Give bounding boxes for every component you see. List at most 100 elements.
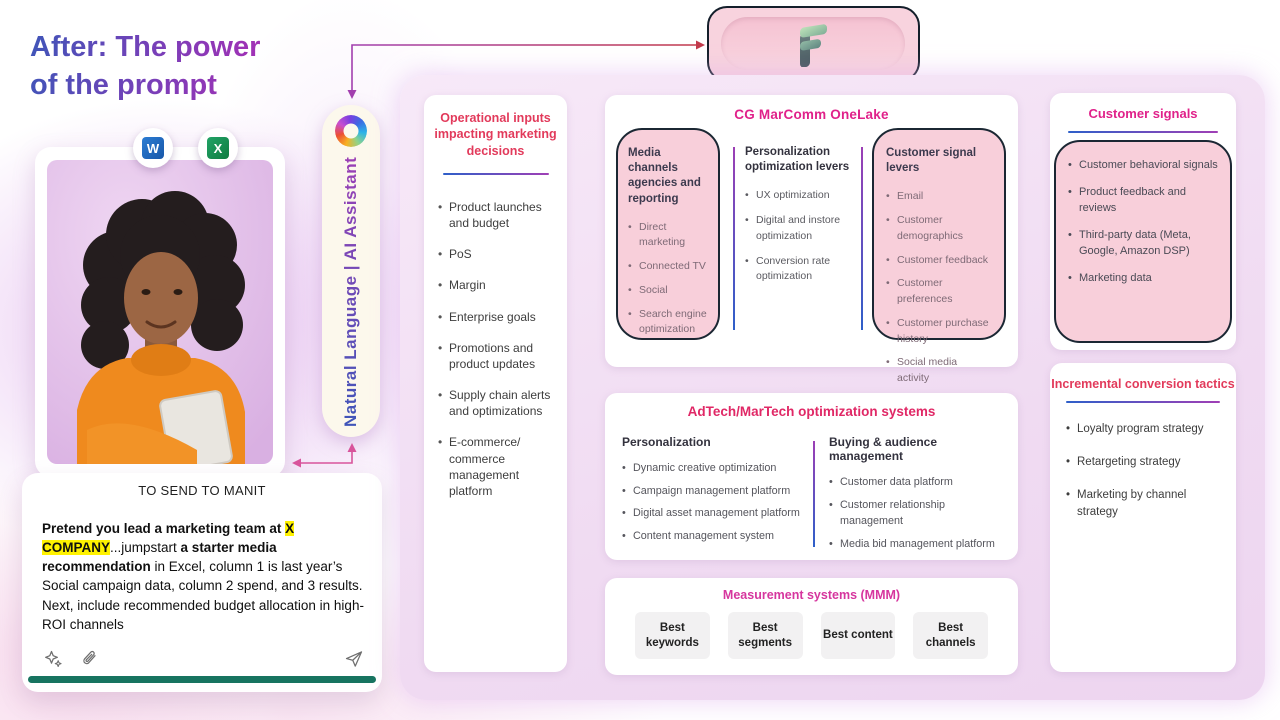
list-item: Customer feedback [886,253,992,269]
list-item: Product feedback and reviews [1068,185,1218,216]
incremental-tactics-title: Incremental conversion tactics [1051,377,1235,391]
fabric-box [707,6,920,82]
list-item: PoS [438,246,557,262]
incremental-tactics-card: Incremental conversion tactics Loyalty p… [1050,363,1236,672]
list-item: Marketing data [1068,271,1218,287]
list-item: Customer demographics [886,213,992,245]
prompt-bold-1: Pretend you lead a marketing team at [42,521,286,536]
adtech-buying-column: Buying & audience management Customer da… [829,435,1011,559]
best-keywords-box[interactable]: Best keywords [635,612,710,659]
ai-assistant-pill: Natural Language | AI Assistant [322,105,380,437]
list-item: Conversion rate optimization [745,254,859,286]
list-item: E-commerce/ commerce management platform [438,434,557,499]
word-icon: W [142,137,164,159]
list-item: Third-party data (Meta, Google, Amazon D… [1068,228,1218,259]
connector-chat-to-pill [292,443,357,468]
list-item: Customer data platform [829,474,1011,491]
adtech-card: AdTech/MarTech optimization systems Pers… [605,393,1018,560]
customer-signals-list: Customer behavioral signals Product feed… [1068,158,1218,287]
list-item: Customer purchase history [886,316,992,348]
list-item: Retargeting strategy [1066,454,1222,470]
customer-signal-levers-heading: Customer signal levers [886,147,977,175]
list-item: Search engine optimization [628,307,708,339]
adtech-personalization-column: Personalization Dynamic creative optimiz… [622,435,804,551]
ai-assistant-label: Natural Language | AI Assistant [322,155,380,429]
woman-illustration [47,160,273,464]
profile-photo-card [35,147,285,477]
page-title-line2: of the prompt [30,69,217,102]
sparkle-icon[interactable] [44,649,64,669]
copilot-icon [335,115,367,147]
incremental-tactics-list: Loyalty program strategy Retargeting str… [1066,421,1222,519]
adtech-buying-heading: Buying & audience management [829,435,938,463]
divider [1066,401,1220,404]
best-segments-box[interactable]: Best segments [727,612,803,659]
list-item: Direct marketing [628,220,708,252]
prompt-toolbar [44,649,100,669]
list-item: Margin [438,277,557,293]
separator [733,147,735,330]
list-item: Enterprise goals [438,309,557,325]
divider [1068,131,1218,133]
customer-signals-card: Customer signals Customer behavioral sig… [1050,93,1236,350]
word-badge: W [133,128,173,168]
list-item: Product launches and budget [438,199,557,231]
excel-badge: X [198,128,238,168]
list-item: UX optimization [745,188,859,204]
prompt-card-header: TO SEND TO MANIT [138,483,266,498]
list-item: Marketing by channel strategy [1066,487,1222,519]
onelake-card: CG MarComm OneLake Media channels agenci… [605,95,1018,384]
prompt-regular-2: in Excel, column 1 is last year’s Social… [42,559,364,632]
media-channels-list: Direct marketing Connected TV Social Sea… [628,220,708,339]
list-item: Media bid management platform [829,536,1011,553]
adtech-buying-list: Customer data platform Customer relation… [829,474,1011,553]
list-item: Digital asset management platform [622,505,804,522]
page-title-line1: After: The power [30,31,261,63]
best-channels-box[interactable]: Best channels [913,612,988,659]
divider [442,172,549,175]
customer-signals-pill: Customer behavioral signals Product feed… [1054,140,1232,343]
prompt-text: Pretend you lead a marketing team at X C… [42,519,364,634]
customer-signal-levers-pill: Customer signal levers Email Customer de… [872,128,1006,384]
adtech-personalization-heading: Personalization [622,435,711,449]
media-channels-heading: Media channels agencies and reporting [628,147,701,205]
adtech-title: AdTech/MarTech optimization systems [687,404,936,419]
list-item: Connected TV [628,259,708,275]
operational-inputs-list: Product launches and budget PoS Margin E… [438,199,557,499]
best-content-box[interactable]: Best content [820,612,896,659]
list-item: Customer behavioral signals [1068,158,1218,174]
prompt-regular-1: ...jumpstart [110,540,181,556]
profile-photo [47,160,273,464]
measurement-boxes: Best keywords Best segments Best content… [635,612,988,659]
fabric-pill [721,17,905,70]
personalization-levers-column: Personalization optimization levers UX o… [745,145,859,294]
list-item: Supply chain alerts and optimizations [438,387,557,419]
separator [813,441,815,547]
prompt-bold-2: a starter media recommendation [42,540,277,575]
send-icon[interactable] [344,649,364,669]
list-item: Dynamic creative optimization [622,460,804,477]
onelake-title: CG MarComm OneLake [734,107,889,122]
list-item: Customer relationship management [829,497,1011,530]
prompt-accent-bar [28,676,376,683]
customer-signal-levers-list: Email Customer demographics Customer fee… [886,189,992,387]
list-item: Promotions and product updates [438,340,557,372]
operational-inputs-title: Operational inputs impacting marketing d… [434,111,557,158]
media-channels-pill: Media channels agencies and reporting Di… [616,128,720,340]
fabric-logo-icon [800,23,827,67]
page-title: After: The power of the prompt [30,28,260,105]
list-item: Social [628,283,708,299]
prompt-card: TO SEND TO MANIT Pretend you lead a mark… [22,473,382,692]
excel-icon: X [207,137,229,159]
operational-inputs-card: Operational inputs impacting marketing d… [424,95,567,672]
list-item: Social media activity [886,355,992,387]
customer-signals-title: Customer signals [1088,106,1198,121]
list-item: Content management system [622,528,804,545]
paperclip-icon[interactable] [80,649,100,669]
personalization-levers-list: UX optimization Digital and instore opti… [745,188,859,285]
list-item: Email [886,189,992,205]
measurement-card: Measurement systems (MMM) Best keywords … [605,578,1018,675]
separator [861,147,863,330]
adtech-personalization-list: Dynamic creative optimization Campaign m… [622,460,804,545]
